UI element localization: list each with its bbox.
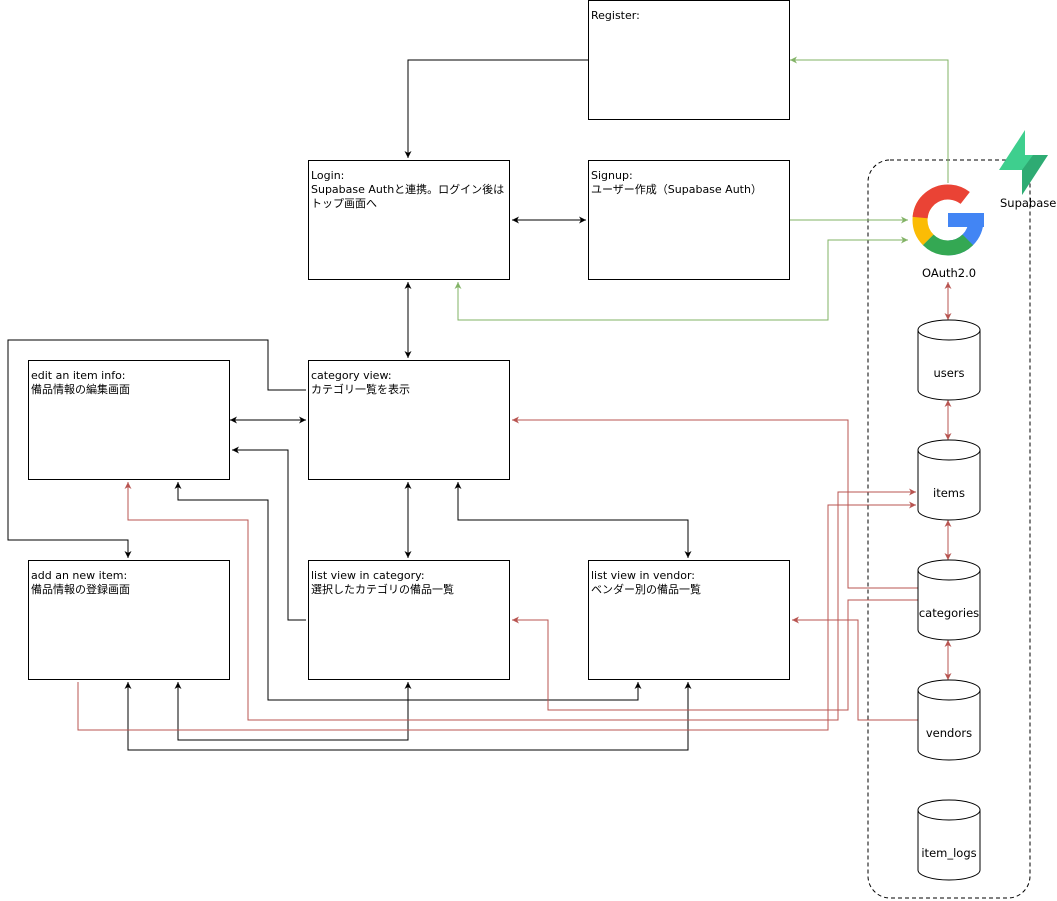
screen-login[interactable]: Login: Supabase Authと連携。ログイン後はトップ画面へ [308, 160, 510, 280]
db-categories-label: categories [918, 606, 980, 620]
edge-categories-categoryview [512, 416, 918, 589]
db-item-logs[interactable] [917, 799, 981, 881]
edge-add-items [77, 501, 916, 731]
edge-categories-listcat [512, 599, 918, 711]
screen-login-title: Login: [311, 169, 345, 182]
screen-list-category-desc: 選択したカテゴリの備品一覧 [311, 583, 454, 596]
screen-edit-item-desc: 備品情報の編集画面 [31, 383, 130, 396]
supabase-container [867, 159, 1031, 899]
screen-register-title: Register: [591, 9, 640, 22]
screen-signup[interactable]: Signup: ユーザー作成（Supabase Auth） [588, 160, 790, 280]
edge-edit-items [124, 482, 916, 721]
db-item-logs-label: item_logs [921, 846, 977, 860]
db-users-label: users [933, 366, 965, 380]
screen-register[interactable]: Register: [588, 0, 790, 120]
screen-list-vendor-title: list view in vendor: [591, 569, 696, 582]
screen-add-item-desc: 備品情報の登録画面 [31, 583, 130, 596]
screen-edit-item[interactable]: edit an item info: 備品情報の編集画面 [28, 360, 230, 480]
screen-edit-item-title: edit an item info: [31, 369, 126, 382]
screen-category-view-desc: カテゴリ一覧を表示 [311, 383, 410, 396]
screen-list-category[interactable]: list view in category: 選択したカテゴリの備品一覧 [308, 560, 510, 680]
screen-add-item[interactable]: add an new item: 備品情報の登録画面 [28, 560, 230, 680]
edge-oauth-login [454, 236, 908, 321]
db-items-label: items [933, 486, 965, 500]
edge-loop-category-add [7, 339, 306, 558]
screen-list-category-title: list view in category: [311, 569, 425, 582]
supabase-label: Supabase [1000, 196, 1057, 210]
google-logo-icon [912, 184, 984, 256]
db-categories[interactable] [917, 559, 981, 641]
screen-signup-desc: ユーザー作成（Supabase Auth） [591, 183, 762, 196]
screen-login-desc: Supabase Authと連携。ログイン後はトップ画面へ [311, 183, 505, 210]
db-users[interactable] [917, 319, 981, 401]
oauth-label: OAuth2.0 [922, 266, 977, 280]
edge-category-listvendor [454, 482, 692, 558]
edge-register-login [404, 59, 588, 158]
db-items[interactable] [917, 439, 981, 521]
edge-edit-listvendor [174, 482, 642, 701]
screen-list-vendor[interactable]: list view in vendor: ベンダー別の備品一覧 [588, 560, 790, 680]
screen-category-view[interactable]: category view: カテゴリ一覧を表示 [308, 360, 510, 480]
supabase-logo-icon [999, 130, 1048, 195]
edge-vendors-listvendor [792, 616, 918, 721]
db-vendors[interactable] [917, 679, 981, 761]
screen-category-view-title: category view: [311, 369, 392, 382]
edge-listcat-edit [232, 446, 306, 621]
edge-oauth-register [790, 56, 949, 183]
screen-list-vendor-desc: ベンダー別の備品一覧 [591, 583, 701, 596]
screen-add-item-title: add an new item: [31, 569, 128, 582]
edge-add-listcat [174, 682, 412, 741]
screen-signup-title: Signup: [591, 169, 633, 182]
db-vendors-label: vendors [925, 726, 973, 740]
edge-add-listvendor [124, 682, 692, 751]
